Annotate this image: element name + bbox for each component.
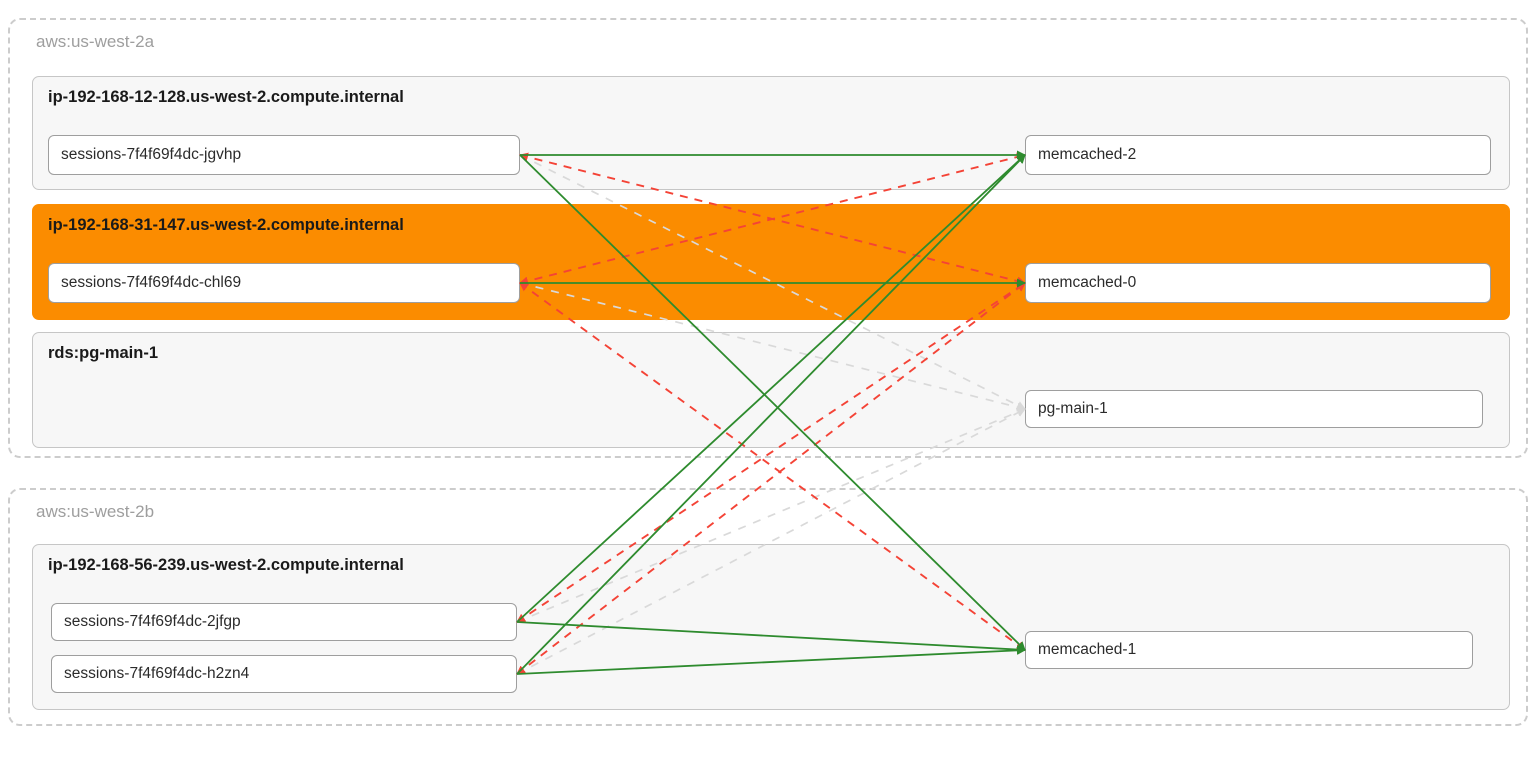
host-ip-192-168-56-239[interactable]: ip-192-168-56-239.us-west-2.compute.inte… <box>32 544 1510 710</box>
zone-us-west-2b: aws:us-west-2b ip-192-168-56-239.us-west… <box>8 488 1528 726</box>
pod-node[interactable]: sessions-7f4f69f4dc-jgvhp <box>48 135 520 175</box>
service-node[interactable]: memcached-2 <box>1025 135 1491 175</box>
pod-node[interactable]: sessions-7f4f69f4dc-chl69 <box>48 263 520 303</box>
host-title: ip-192-168-12-128.us-west-2.compute.inte… <box>48 88 404 106</box>
zone-label: aws:us-west-2a <box>36 32 155 51</box>
service-node[interactable]: memcached-0 <box>1025 263 1491 303</box>
zone-us-west-2a: aws:us-west-2a ip-192-168-12-128.us-west… <box>8 18 1528 458</box>
host-title: ip-192-168-56-239.us-west-2.compute.inte… <box>48 556 404 574</box>
pod-node[interactable]: sessions-7f4f69f4dc-h2zn4 <box>51 655 517 693</box>
service-node[interactable]: pg-main-1 <box>1025 390 1483 428</box>
service-node[interactable]: memcached-1 <box>1025 631 1473 669</box>
host-rds-pg-main-1[interactable]: rds:pg-main-1 pg-main-1 <box>32 332 1510 448</box>
host-title: ip-192-168-31-147.us-west-2.compute.inte… <box>48 216 404 234</box>
host-ip-192-168-12-128[interactable]: ip-192-168-12-128.us-west-2.compute.inte… <box>32 76 1510 190</box>
zone-label: aws:us-west-2b <box>36 502 155 521</box>
pod-node[interactable]: sessions-7f4f69f4dc-2jfgp <box>51 603 517 641</box>
host-title: rds:pg-main-1 <box>48 344 159 362</box>
host-ip-192-168-31-147-highlighted[interactable]: ip-192-168-31-147.us-west-2.compute.inte… <box>32 204 1510 320</box>
